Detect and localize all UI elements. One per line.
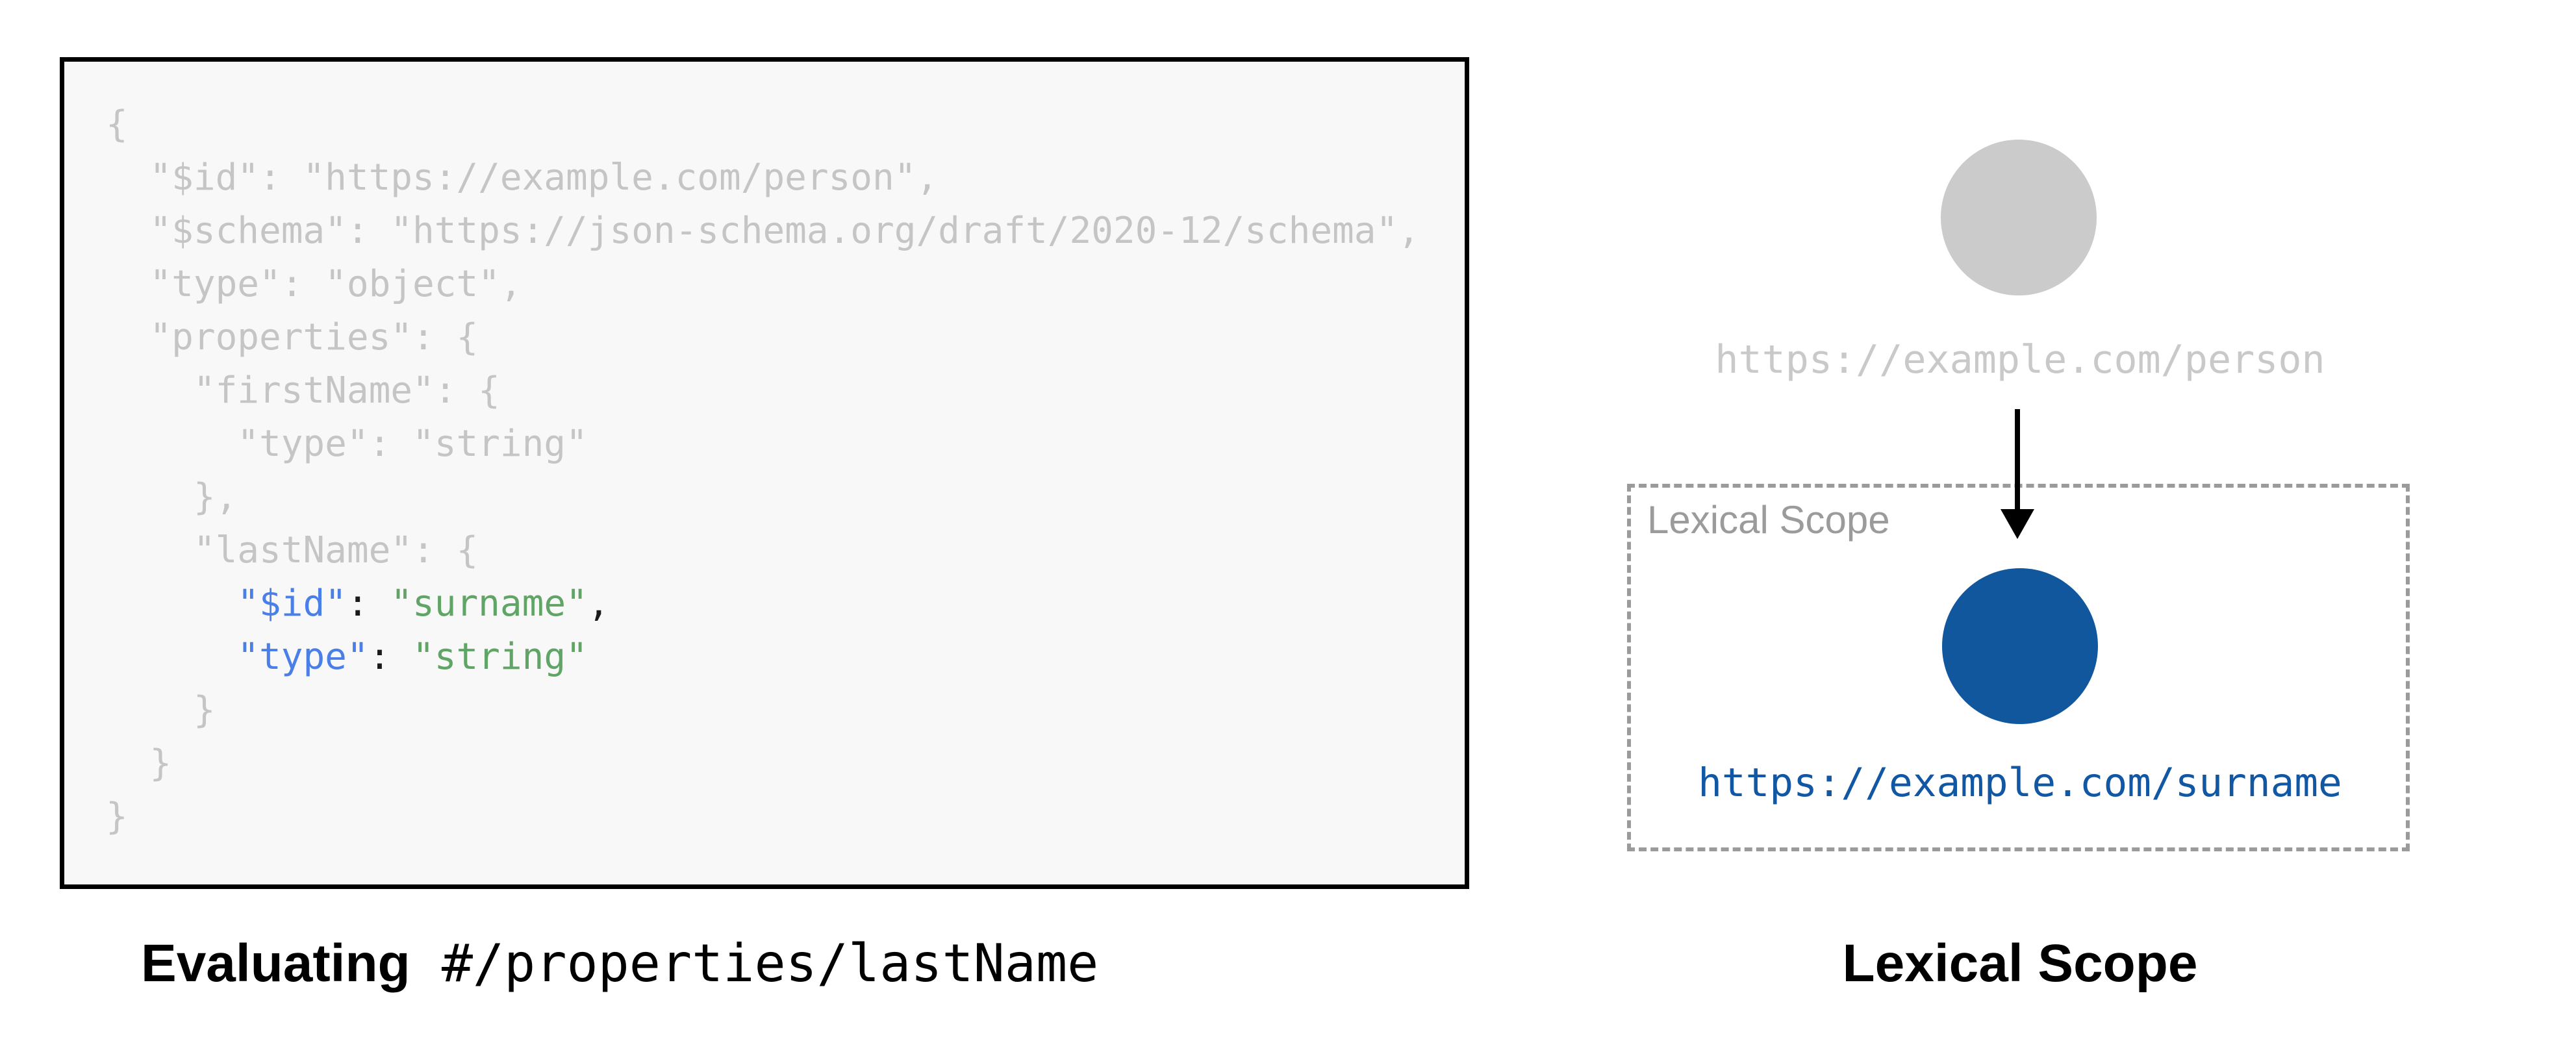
parent-uri-label: https://example.com/person [1715, 337, 2325, 382]
code-line: "properties": { [106, 316, 479, 358]
left-caption-path: #/properties/lastName [410, 933, 1099, 994]
code-line: "type": "string" [106, 423, 588, 465]
left-caption: Evaluating #/properties/lastName [141, 933, 1098, 1010]
lexical-scope-box-label: Lexical Scope [1647, 498, 1890, 542]
code-line: "lastName": { [106, 529, 479, 571]
code-line: } [106, 689, 216, 731]
right-caption: Lexical Scope [1842, 934, 2198, 993]
parent-schema-node-circle [1941, 140, 2097, 295]
code-line: "firstName": { [106, 369, 500, 412]
schema-code-panel: { "$id": "https://example.com/person", "… [60, 57, 1469, 889]
child-uri-label: https://example.com/surname [1698, 760, 2342, 806]
code-line: "type": "string" [237, 636, 588, 678]
left-caption-prefix: Evaluating [141, 934, 410, 993]
child-schema-node-circle [1942, 568, 2098, 724]
code-line: "$schema": "https://json-schema.org/draf… [106, 210, 1420, 252]
code-line: "type": "object", [106, 263, 522, 305]
code-line: } [106, 795, 128, 838]
arrow-head [2001, 509, 2034, 539]
code-line: "$id": "surname", [237, 582, 610, 625]
code-line: "$id": "https://example.com/person", [106, 156, 939, 199]
code-line: } [106, 742, 172, 784]
code-line: }, [106, 476, 238, 518]
code-line: { [106, 103, 128, 145]
code-block: { "$id": "https://example.com/person", "… [64, 62, 1465, 844]
arrow-shaft [2015, 409, 2020, 510]
